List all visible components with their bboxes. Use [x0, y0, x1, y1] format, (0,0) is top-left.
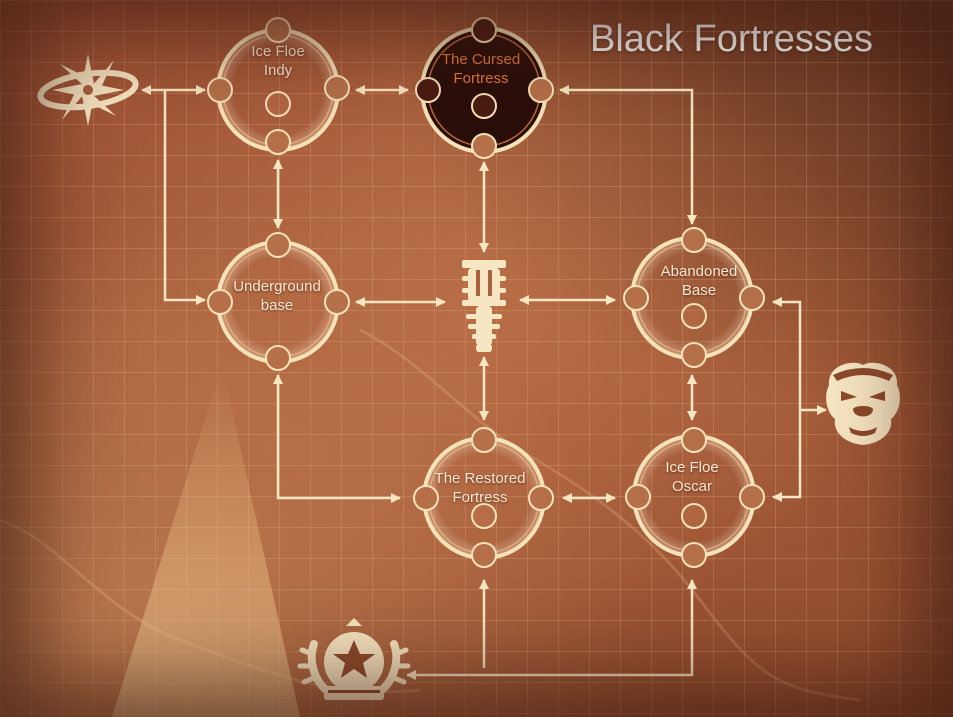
node-label-line1: Ice Floe — [665, 459, 719, 476]
node-ice-floe-oscar[interactable] — [625, 427, 765, 568]
link-underground-restored — [273, 374, 401, 503]
link-abandoned-gorilla — [772, 297, 802, 410]
node-cursed-fortress[interactable] — [415, 17, 554, 159]
node-underground-base[interactable] — [207, 232, 350, 371]
node-label-line1: The Restored — [434, 470, 526, 487]
node-label-ice-floe-indy: Ice Floe Indy — [218, 42, 338, 80]
node-label-line2: Indy — [263, 62, 293, 79]
node-label-line2: Fortress — [452, 489, 508, 506]
node-ice-floe-indy[interactable] — [207, 17, 350, 155]
node-restored-fortress[interactable] — [413, 427, 554, 568]
node-label-abandoned-base: Abandoned Base — [639, 262, 759, 300]
star-emblem-icon — [297, 618, 411, 700]
node-label-line1: Underground — [233, 278, 321, 295]
node-label-line2: Oscar — [671, 478, 712, 495]
node-label-line1: Abandoned — [660, 263, 738, 280]
node-label-line1: Ice Floe — [251, 43, 305, 60]
gorilla-head-icon — [826, 362, 900, 445]
node-label-line2: base — [260, 297, 294, 314]
spine-glyph-icon — [462, 260, 506, 352]
node-abandoned-base[interactable] — [623, 227, 765, 368]
link-compass-underground — [163, 90, 206, 305]
node-label-restored-fortress: The Restored Fortress — [420, 469, 540, 507]
node-label-underground-base: Underground base — [217, 277, 337, 315]
compass-star-icon — [37, 54, 139, 126]
node-label-ice-floe-oscar: Ice Floe Oscar — [632, 458, 752, 496]
link-oscar-star — [406, 579, 697, 680]
link-cursed-abandoned — [559, 85, 697, 225]
node-label-cursed-fortress: The Cursed Fortress — [421, 50, 541, 88]
node-label-line1: The Cursed — [441, 51, 521, 68]
node-label-line2: Base — [681, 282, 717, 299]
connections — [141, 85, 827, 680]
page-title: Black Fortresses — [590, 18, 873, 60]
node-label-line2: Fortress — [453, 70, 509, 87]
link-oscar-gorilla — [772, 410, 802, 502]
